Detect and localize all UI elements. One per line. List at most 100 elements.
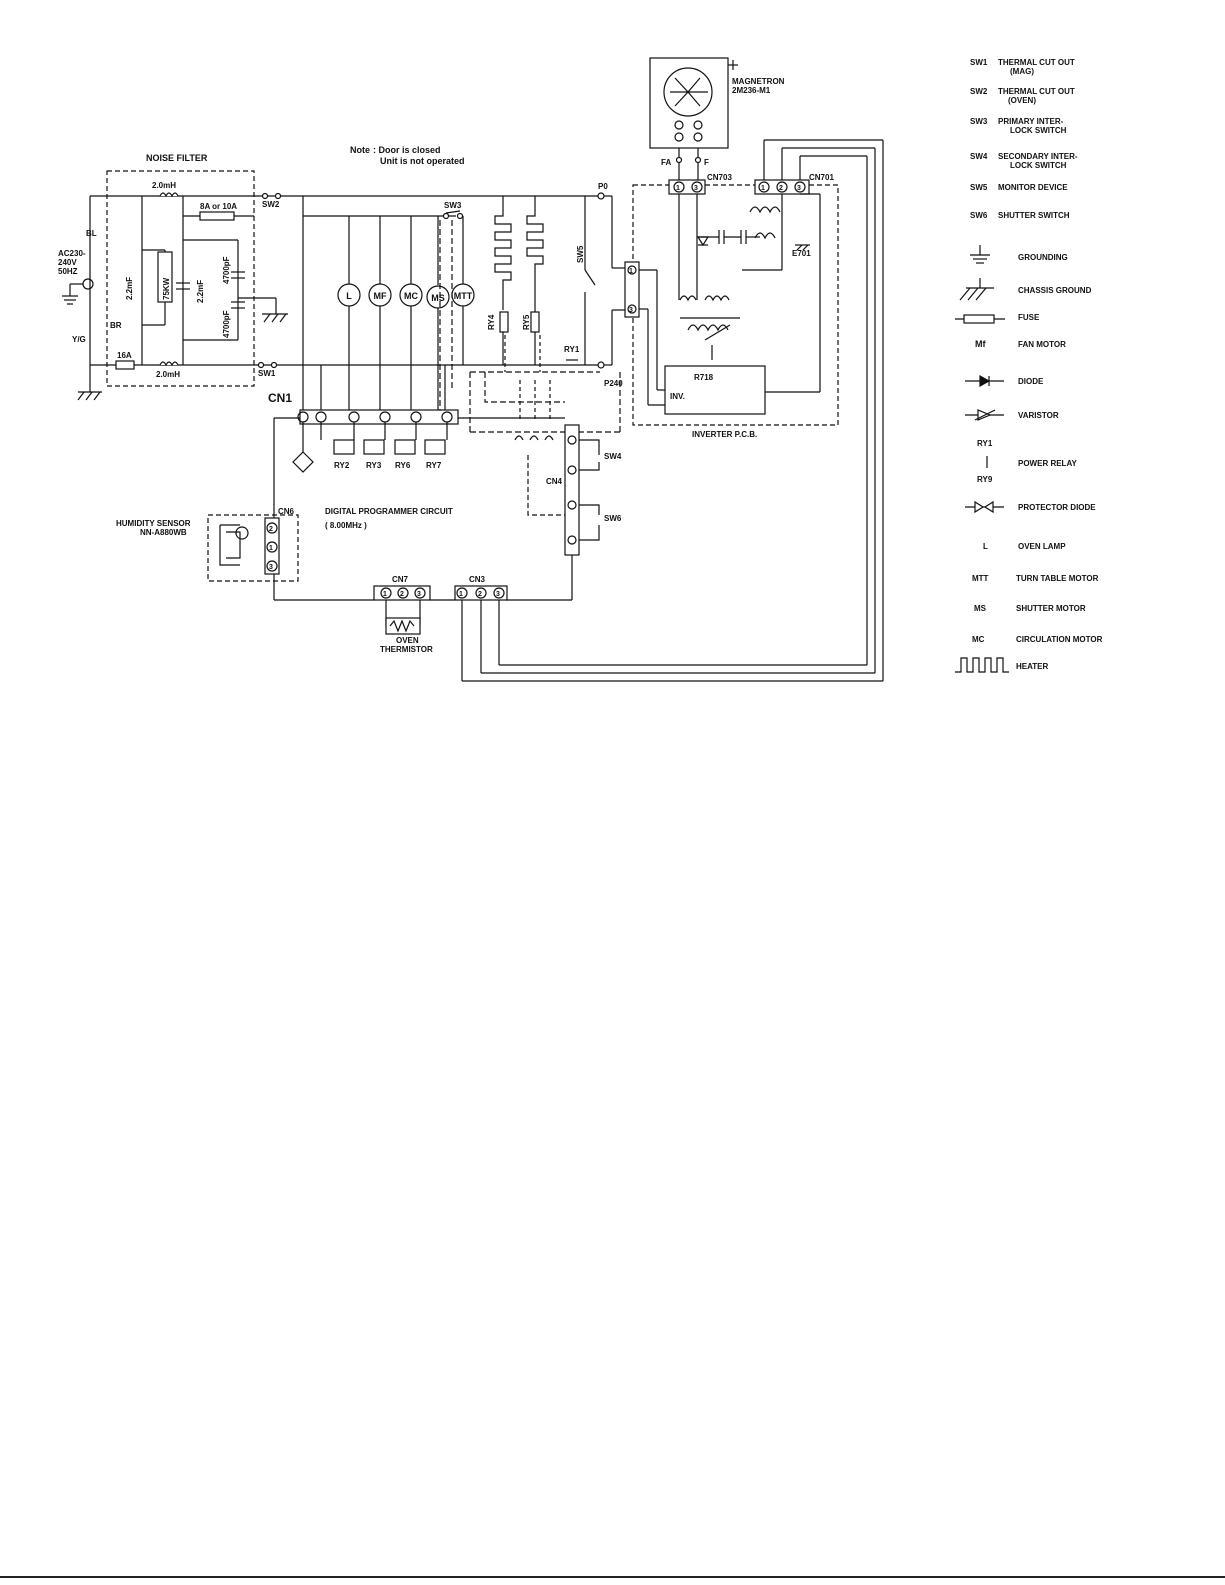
cn703-pin-3: 3 — [694, 185, 698, 192]
ry3-coil-label: RY3 — [366, 461, 382, 470]
resistor-label: 75KW — [162, 277, 171, 300]
legend-sw3-code: SW3 — [970, 117, 988, 126]
ry2-coil — [333, 439, 355, 455]
bridge-rectifier — [292, 451, 314, 473]
inverter-input-connector — [624, 261, 640, 318]
cn703-connector — [668, 179, 706, 195]
noise-filter-title: NOISE FILTER — [146, 153, 208, 163]
cap-left-label: 2.2mF — [125, 277, 134, 300]
magnetron — [649, 57, 738, 180]
cn4-connector — [564, 424, 580, 556]
ry4-contact — [499, 311, 509, 333]
control-title: DIGITAL PROGRAMMER CIRCUIT — [325, 507, 453, 516]
inverter-pcb — [624, 179, 839, 426]
cn701-pin-1: 1 — [761, 185, 765, 192]
cap-bottom-label: 4700pF — [222, 310, 231, 338]
load-motors — [337, 283, 475, 309]
circulation-motor-icon: MC — [972, 635, 985, 644]
r718-label: R718 — [694, 373, 714, 382]
sw1-contact — [257, 361, 265, 369]
noise-filter-box — [106, 170, 255, 387]
protector-diode-icon — [965, 500, 1004, 514]
legend-lamp-text: OVEN LAMP — [1018, 542, 1066, 551]
cn7-pin-3: 3 — [417, 591, 421, 598]
chassis-ground-icon — [959, 278, 994, 301]
legend-symbol-labels: GROUNDING CHASSIS GROUND FUSE Mf FAN MOT… — [972, 253, 1103, 671]
legend-sw3-text: PRIMARY INTER- — [998, 117, 1064, 126]
oven-thermistor — [385, 617, 421, 635]
circ-label: MC — [404, 291, 418, 301]
ry7-coil-label: RY7 — [426, 461, 442, 470]
magnetron-model: 2M236-M1 — [732, 86, 771, 95]
ry3-coil — [363, 439, 385, 455]
ry6-coil-label: RY6 — [395, 461, 411, 470]
legend-grounding-text: GROUNDING — [1018, 253, 1068, 262]
oven-lamp — [337, 283, 361, 307]
heater-2 — [526, 196, 544, 314]
turntable-label: MTT — [454, 291, 473, 301]
fa-label: FA — [661, 158, 671, 167]
legend-heater-text: HEATER — [1016, 662, 1049, 671]
diode-icon — [965, 374, 1004, 388]
sw5-label: SW5 — [576, 245, 585, 263]
mains-label-1: AC230- — [58, 249, 86, 258]
legend-relay-code2: RY9 — [977, 475, 993, 484]
circulation-motor — [399, 283, 423, 307]
load-labels: L MF MC MS MTT — [346, 291, 472, 303]
shutter-label: MS — [431, 293, 445, 303]
inverter-title: INVERTER P.C.B. — [692, 430, 757, 439]
legend-circulation-text: CIRCULATION MOTOR — [1016, 635, 1103, 644]
mains-label-2: 240V — [58, 258, 77, 267]
humidity-sensor-label-2: NN-A880WB — [140, 528, 187, 537]
legend-varistor-text: VARISTOR — [1018, 411, 1059, 420]
ry5-contact — [530, 311, 540, 333]
fan-motor — [368, 283, 392, 307]
wire-bl-label: BL — [86, 229, 97, 238]
note-line-1: : Door is closed — [373, 145, 441, 155]
cn4-label: CN4 — [546, 477, 563, 486]
cn7-pin-1: 1 — [383, 591, 387, 598]
cn1-connector — [299, 409, 459, 425]
sw3-label: SW3 — [444, 201, 462, 210]
inv-label: INV. — [670, 392, 685, 401]
heater-1 — [494, 196, 512, 310]
humidity-sensor-box — [207, 514, 299, 582]
legend-fan-text: FAN MOTOR — [1018, 340, 1066, 349]
cap-mid-label: 2.2mF — [196, 280, 205, 303]
ry2-coil-label: RY2 — [334, 461, 350, 470]
cn6-pin-2: 2 — [269, 526, 273, 533]
relay-contact-labels: RY4 RY5 RY1 — [487, 314, 580, 354]
cn6-label: CN6 — [278, 507, 295, 516]
fuse-icon — [955, 314, 1005, 324]
diagram-note: Note : Door is closed Unit is not operat… — [350, 145, 465, 166]
legend-sw2-text: THERMAL CUT OUT — [998, 87, 1075, 96]
magnetron-labels: MAGNETRON 2M236-M1 FA F — [661, 77, 785, 167]
legend-diode-text: DIODE — [1018, 377, 1044, 386]
ry4-label: RY4 — [487, 314, 496, 330]
legend-protector-text: PROTECTOR DIODE — [1018, 503, 1096, 512]
inductor-bottom-label: 2.0mH — [156, 370, 180, 379]
lamp-label: L — [346, 291, 352, 301]
oven-lamp-icon: L — [983, 542, 988, 551]
control-freq: ( 8.00MHz ) — [325, 521, 367, 530]
legend-sw4-code: SW4 — [970, 152, 988, 161]
ry5-label: RY5 — [522, 314, 531, 330]
humidity-sensor-label-1: HUMIDITY SENSOR — [116, 519, 191, 528]
legend-relay-code: RY1 — [977, 439, 993, 448]
sw1-label: SW1 — [258, 369, 276, 378]
legend-sw4-text: SECONDARY INTER- — [998, 152, 1078, 161]
legend-sw3-text2: LOCK SWITCH — [1010, 126, 1067, 135]
relay-contacts — [469, 311, 621, 433]
legend-sw2-code: SW2 — [970, 87, 988, 96]
cn3-connector — [454, 585, 508, 601]
turntable-motor-icon: MTT — [972, 574, 989, 583]
cn3-to-cn701-wiring — [461, 139, 884, 682]
fuse-main — [199, 211, 235, 221]
ry7-coil — [424, 439, 446, 455]
legend-sw2-text2: (OVEN) — [1008, 96, 1036, 105]
sw6-label: SW6 — [604, 514, 622, 523]
inductor-top-label: 2.0mH — [152, 181, 176, 190]
fan-motor-icon: Mf — [975, 339, 986, 349]
legend-shutter-text: SHUTTER MOTOR — [1016, 604, 1086, 613]
sw2-contact — [261, 192, 269, 200]
